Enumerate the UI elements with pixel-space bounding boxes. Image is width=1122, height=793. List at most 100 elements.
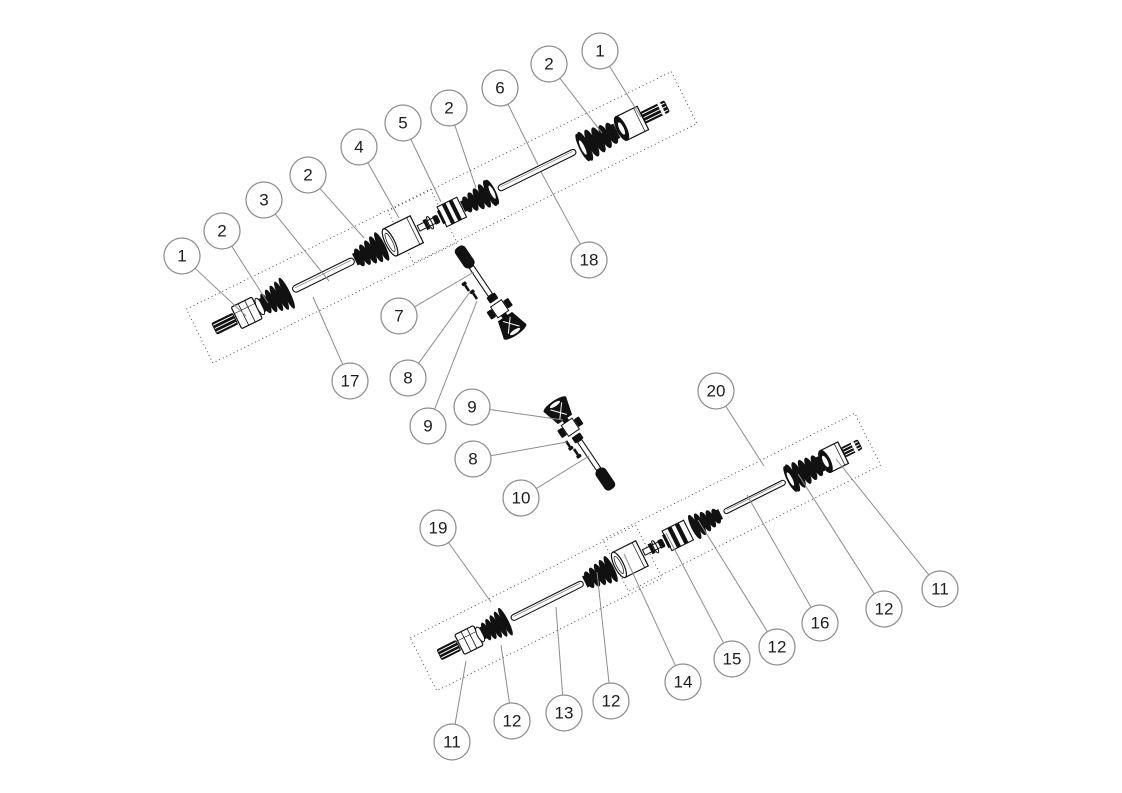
cv-joint-housing: [613, 105, 650, 141]
callout-circle[interactable]: [493, 702, 531, 740]
leader-line: [489, 409, 564, 421]
cv-boot: [687, 508, 724, 539]
callout-13[interactable]: 13: [545, 694, 583, 732]
callout-19[interactable]: 19: [419, 509, 457, 547]
leader-line: [319, 188, 365, 239]
callout-circle[interactable]: [419, 509, 457, 547]
callout-circle[interactable]: [203, 212, 241, 250]
leader-line: [596, 571, 610, 684]
callout-12[interactable]: 12: [493, 702, 531, 740]
leader-line: [540, 171, 581, 245]
callout-circle[interactable]: [581, 32, 619, 70]
leader-line: [414, 271, 475, 308]
callout-16[interactable]: 16: [801, 604, 839, 642]
callout-12[interactable]: 12: [865, 590, 903, 628]
leader-line: [507, 103, 539, 166]
callout-20[interactable]: 20: [697, 372, 735, 410]
callout-number: 11: [443, 733, 461, 752]
callout-14[interactable]: 14: [664, 663, 702, 701]
callout-number: 8: [403, 369, 412, 388]
callout-2[interactable]: 2: [430, 89, 468, 127]
callout-number: 18: [580, 251, 599, 270]
callout-number: 9: [423, 417, 432, 436]
callout-circle[interactable]: [697, 372, 735, 410]
callout-circle[interactable]: [380, 297, 418, 335]
callout-8[interactable]: 8: [389, 359, 427, 397]
callout-circle[interactable]: [331, 362, 369, 400]
callout-4[interactable]: 4: [340, 128, 378, 166]
callout-circle[interactable]: [801, 604, 839, 642]
cv-boot: [352, 232, 390, 267]
callout-2[interactable]: 2: [289, 156, 327, 194]
callout-circle[interactable]: [545, 694, 583, 732]
joint-collar: [486, 292, 499, 304]
callout-2[interactable]: 2: [530, 45, 568, 83]
axle-shaft: [497, 148, 577, 192]
callout-circle[interactable]: [664, 663, 702, 701]
callout-circle[interactable]: [530, 45, 568, 83]
callout-9[interactable]: 9: [453, 388, 491, 426]
callout-1[interactable]: 1: [163, 237, 201, 275]
callout-circle[interactable]: [409, 407, 447, 445]
callout-7[interactable]: 7: [380, 297, 418, 335]
leader-line: [555, 606, 564, 696]
callout-11[interactable]: 11: [921, 570, 959, 608]
callout-2[interactable]: 2: [203, 212, 241, 250]
callout-circle[interactable]: [865, 590, 903, 628]
callout-circle[interactable]: [570, 241, 608, 279]
callout-circle[interactable]: [921, 570, 959, 608]
callout-number: 10: [512, 489, 531, 508]
leader-line: [797, 473, 875, 595]
splined-stub-shaft: [841, 439, 862, 457]
callout-number: 17: [341, 372, 360, 391]
leader-line: [231, 245, 269, 304]
leader-line: [367, 162, 400, 219]
splined-stub-shaft: [640, 100, 670, 124]
callout-11[interactable]: 11: [433, 723, 471, 761]
callout-circle[interactable]: [758, 628, 796, 666]
callout-3[interactable]: 3: [245, 181, 283, 219]
leader-line: [697, 519, 768, 632]
callout-circle[interactable]: [453, 388, 491, 426]
callout-12[interactable]: 12: [592, 682, 630, 720]
leader-line: [274, 213, 330, 282]
callout-circle[interactable]: [433, 723, 471, 761]
callout-circle[interactable]: [713, 640, 751, 678]
callout-circle[interactable]: [289, 156, 327, 194]
callout-circle[interactable]: [389, 359, 427, 397]
callout-circle[interactable]: [340, 128, 378, 166]
callout-15[interactable]: 15: [713, 640, 751, 678]
leader-line: [490, 441, 568, 457]
callout-number: 1: [177, 247, 186, 266]
callout-circle[interactable]: [454, 440, 492, 478]
callout-number: 12: [875, 600, 894, 619]
callout-circle[interactable]: [481, 69, 519, 107]
callout-circle[interactable]: [592, 682, 630, 720]
callout-circle[interactable]: [430, 89, 468, 127]
shaft-collar: [231, 296, 263, 329]
cv-joint: [661, 519, 695, 552]
callout-8[interactable]: 8: [454, 440, 492, 478]
callout-circle[interactable]: [384, 104, 422, 142]
callout-number: 9: [467, 398, 476, 417]
callout-circle[interactable]: [502, 479, 540, 517]
driveshaft-assembly-upper: [185, 71, 698, 364]
callout-18[interactable]: 18: [570, 241, 608, 279]
callout-5[interactable]: 5: [384, 104, 422, 142]
callout-12[interactable]: 12: [758, 628, 796, 666]
cv-joint-housing: [381, 214, 425, 257]
callout-number: 3: [259, 191, 268, 210]
cv-joint-housing: [610, 540, 650, 579]
flange-yoke: [497, 311, 527, 340]
callout-number: 1: [595, 42, 604, 61]
callout-number: 20: [707, 382, 726, 401]
callout-9[interactable]: 9: [409, 407, 447, 445]
callout-circle[interactable]: [163, 237, 201, 275]
callout-1[interactable]: 1: [581, 32, 619, 70]
spline-stub: [641, 538, 666, 556]
callout-6[interactable]: 6: [481, 69, 519, 107]
callout-10[interactable]: 10: [502, 479, 540, 517]
callout-17[interactable]: 17: [331, 362, 369, 400]
callout-circle[interactable]: [245, 181, 283, 219]
leader-line: [835, 458, 930, 576]
